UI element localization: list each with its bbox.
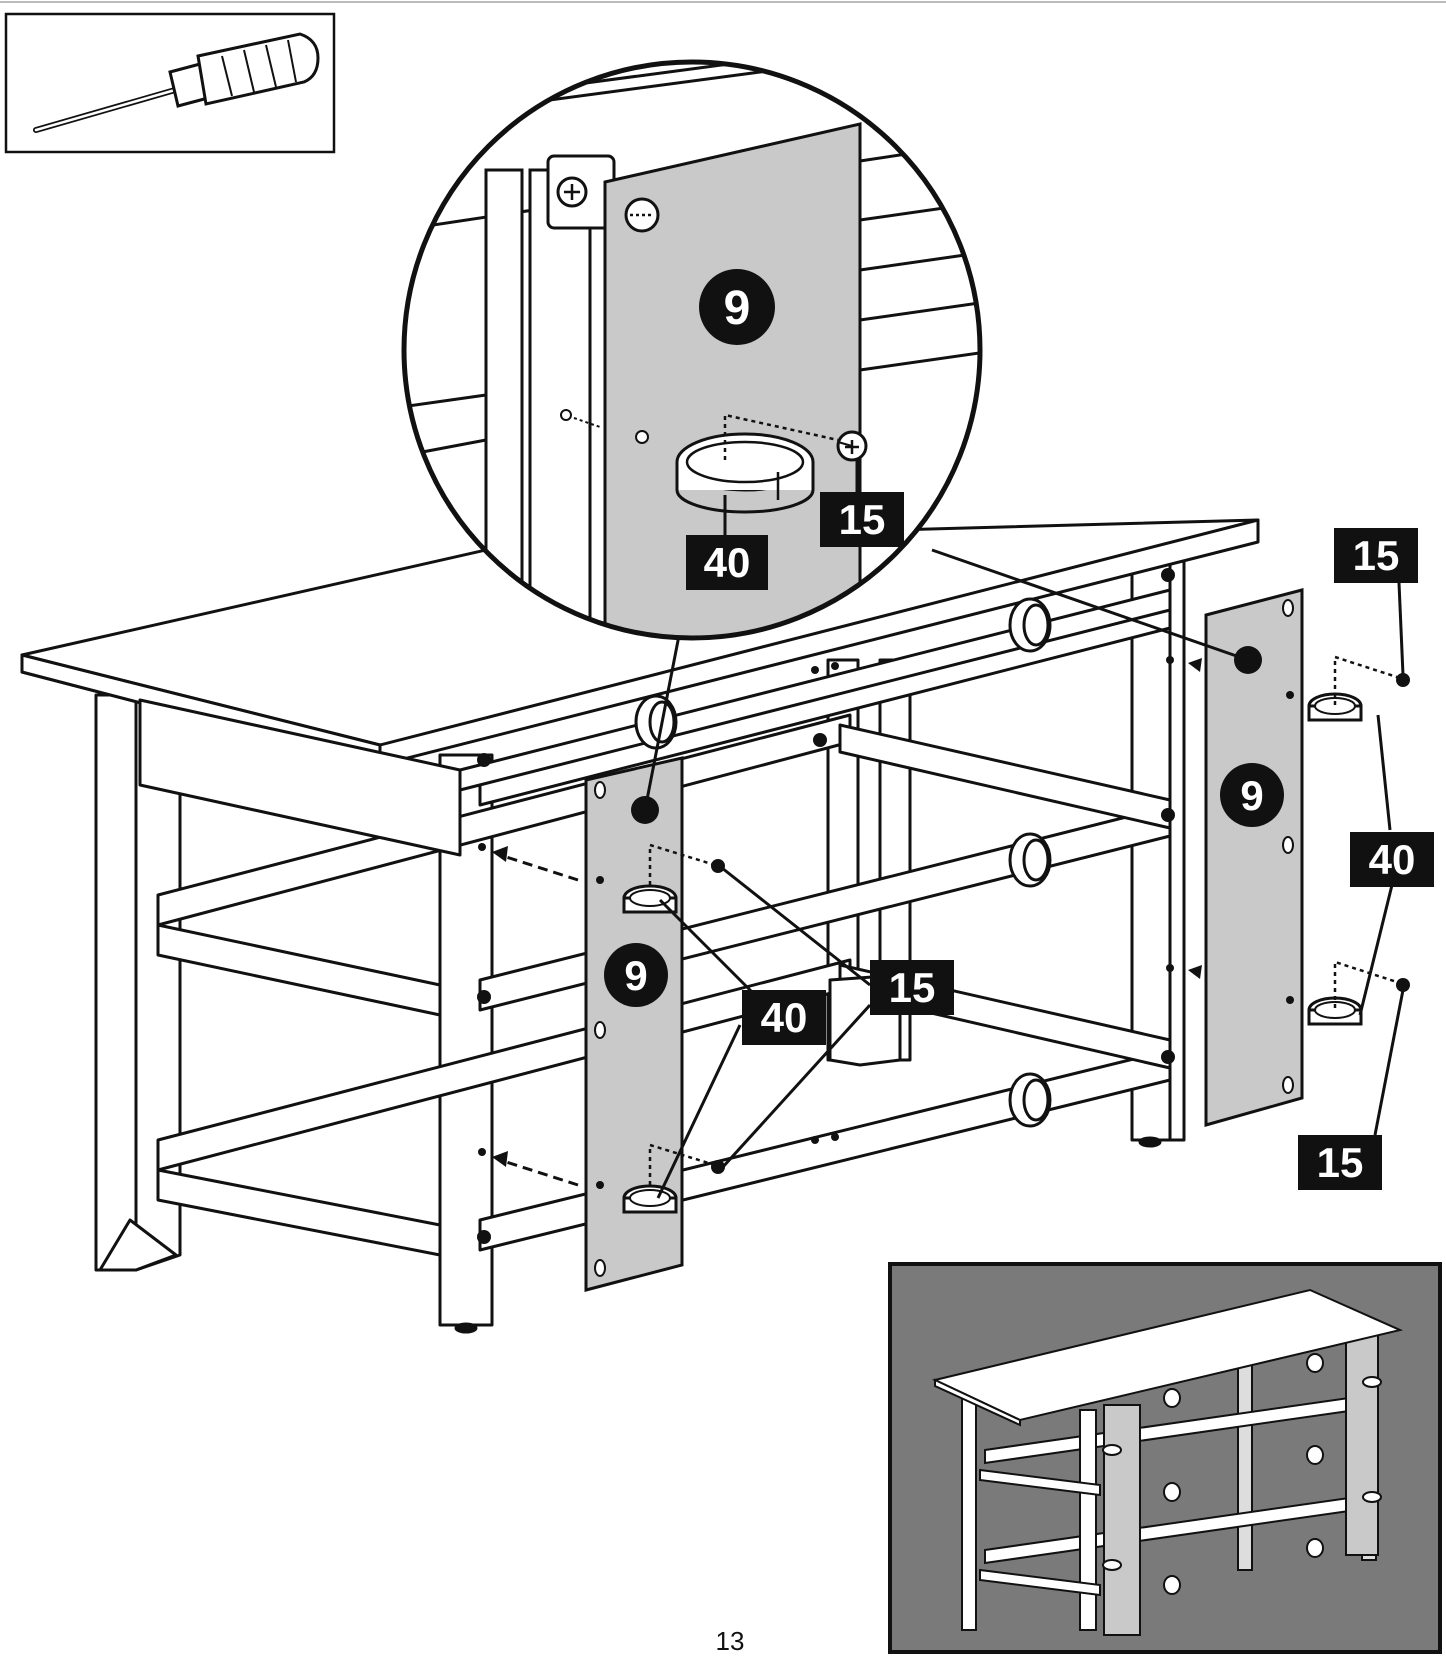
callout-ring-right: 40	[1350, 832, 1434, 887]
right-hardware	[1166, 655, 1410, 1026]
svg-text:15: 15	[1317, 1139, 1364, 1186]
panel-9-right: 9	[1204, 588, 1304, 1127]
svg-text:40: 40	[761, 994, 808, 1041]
panel-9-left: 9	[584, 756, 684, 1292]
detail-zoom: 9 40 15	[401, 59, 983, 641]
callout-screw-top-right: 15	[1334, 528, 1418, 583]
left-assembly-arrows	[478, 843, 725, 1187]
svg-text:15: 15	[1353, 532, 1400, 579]
screwdriver-icon	[33, 32, 320, 133]
panel-label-left: 9	[624, 952, 647, 999]
result-inset	[888, 1262, 1442, 1654]
zoom-screw-label: 15	[839, 496, 886, 543]
callout-screw-left: 15	[870, 960, 954, 1015]
tool-box	[4, 12, 336, 154]
callout-screw-bottom-right: 15	[1298, 1135, 1382, 1190]
callout-ring-left: 40	[742, 990, 826, 1045]
panel-label-right: 9	[1240, 772, 1263, 819]
frame-hardware	[477, 568, 1175, 1244]
page-number: 13	[715, 1626, 745, 1656]
zoom-ring-label: 40	[704, 539, 751, 586]
svg-text:40: 40	[1369, 836, 1416, 883]
svg-text:15: 15	[889, 964, 936, 1011]
zoom-panel-label: 9	[724, 282, 751, 335]
